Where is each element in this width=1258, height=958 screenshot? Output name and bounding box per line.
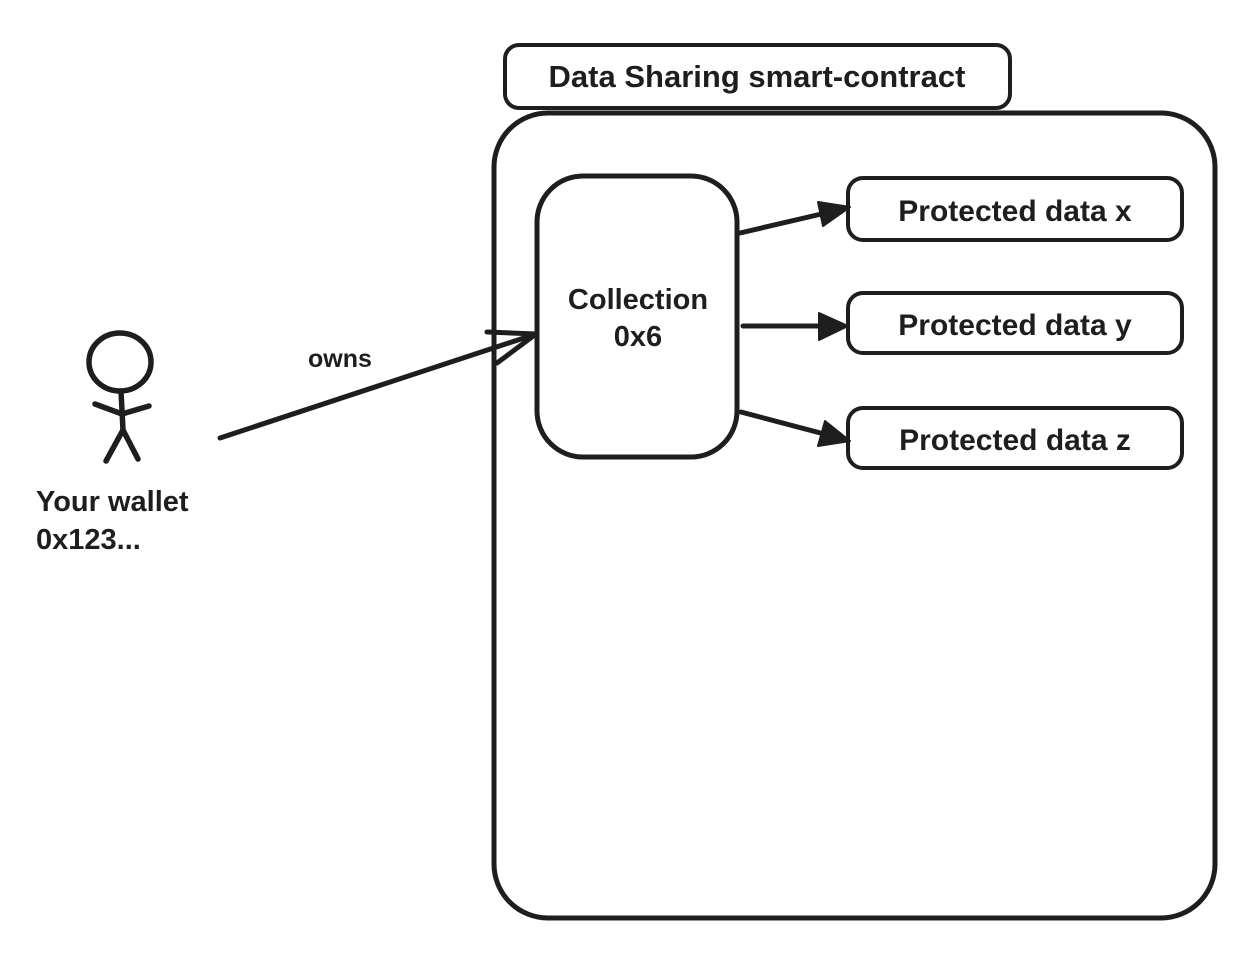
smart-contract-title: Data Sharing smart-contract — [549, 59, 966, 94]
arrowhead-z-icon — [817, 420, 851, 447]
collection-to-x-arrow — [737, 201, 851, 236]
protected-data-z-label: Protected data z — [899, 424, 1131, 457]
owns-label: owns — [308, 345, 372, 373]
actor-label-line2: 0x123... — [36, 524, 141, 556]
owns-arrow — [217, 329, 539, 441]
protected-data-z-node — [846, 406, 1184, 470]
actor-label-line1: Your wallet — [36, 486, 189, 518]
person-icon — [86, 330, 154, 464]
owns-arrowhead-icon — [484, 329, 539, 366]
protected-data-y-label: Protected data y — [898, 309, 1132, 342]
arrowhead-y-icon — [818, 312, 849, 341]
collection-node — [534, 173, 740, 460]
collection-to-z-arrow — [738, 409, 851, 447]
collection-label-line2: 0x6 — [614, 321, 662, 353]
collection-to-y-arrow — [740, 312, 849, 341]
arrowhead-x-icon — [817, 201, 851, 227]
protected-data-x-label: Protected data x — [898, 195, 1132, 228]
protected-data-y-node — [846, 291, 1184, 355]
smart-contract-title-box — [503, 43, 1012, 110]
collection-label-line1: Collection — [568, 284, 708, 316]
